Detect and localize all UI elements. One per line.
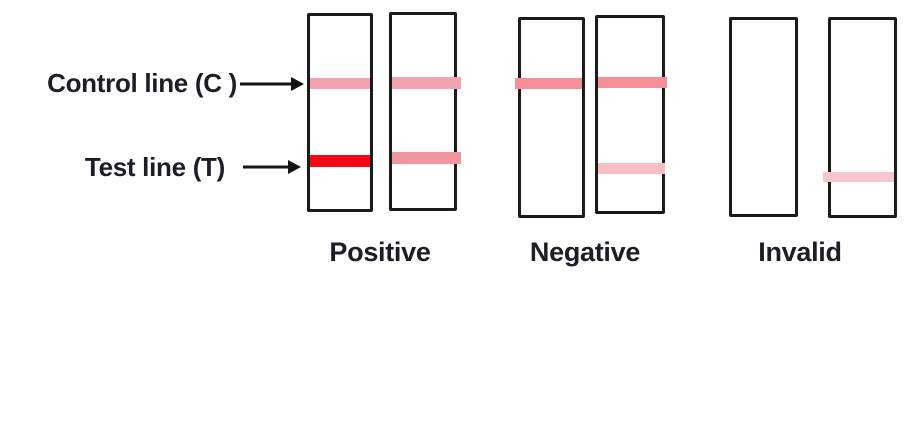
test-line-band	[392, 152, 461, 164]
strip-invalid-1	[729, 17, 798, 217]
test-line-label: Test line (T)	[84, 152, 225, 182]
group-label-invalid: Invalid	[758, 237, 842, 267]
strip-positive-1	[307, 13, 373, 212]
strip-invalid-2	[823, 17, 897, 218]
control-line-band	[515, 78, 582, 89]
control-line-label: Control line (C )	[47, 68, 237, 98]
strip-negative-1	[515, 17, 585, 218]
test-line-band	[310, 155, 370, 167]
group-label-positive: Positive	[329, 237, 431, 267]
control-line-band	[392, 77, 461, 89]
test-line-band	[598, 163, 665, 174]
test-line-arrow-icon	[243, 160, 301, 174]
control-line-arrow-icon	[240, 77, 304, 91]
strip-negative-2	[595, 15, 667, 214]
test-line-band	[823, 172, 894, 182]
control-line-band	[310, 78, 370, 89]
group-label-negative: Negative	[529, 237, 641, 267]
control-line-band	[598, 77, 667, 88]
strip-positive-2	[389, 12, 461, 211]
